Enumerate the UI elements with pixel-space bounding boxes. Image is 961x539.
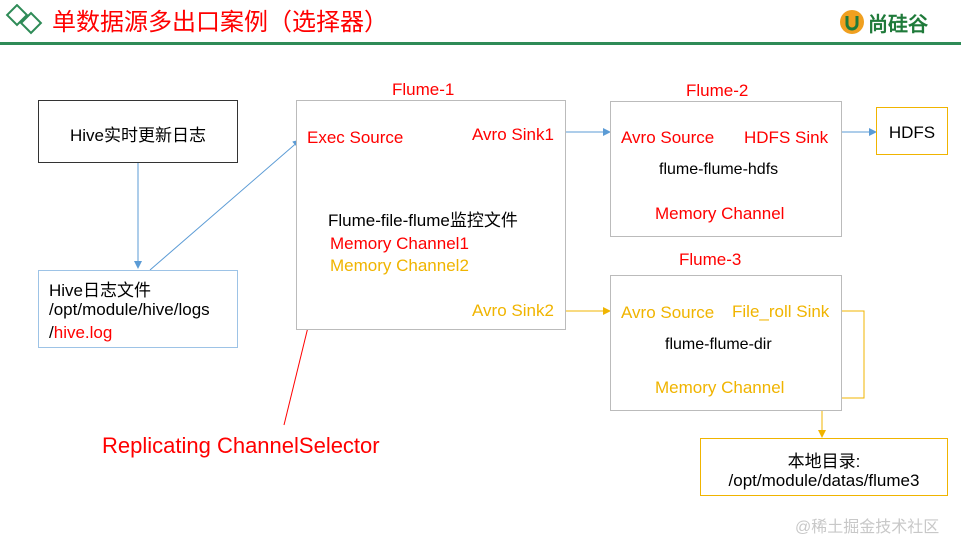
hive-source-box: Hive实时更新日志	[38, 100, 238, 163]
hive-log-file: /hive.log	[49, 323, 112, 343]
flume1-avro-sink2: Avro Sink2	[472, 301, 554, 320]
flume1-avro-sink1: Avro Sink1	[472, 125, 554, 144]
flume1-title: Flume-1	[392, 80, 455, 99]
arrow-flume3-to-localdir	[818, 310, 865, 438]
flume2-hdfs-sink: HDFS Sink	[744, 128, 829, 147]
hdfs-box: HDFS	[876, 107, 948, 155]
flume3-avro-source: Avro Source	[621, 303, 715, 322]
flume2-title: Flume-2	[686, 81, 749, 100]
title-bar: 单数据源多出口案例（选择器） 尚硅谷	[0, 0, 961, 44]
flume1-box	[296, 100, 566, 330]
flume3-box	[610, 275, 842, 411]
arrow-log-to-exec	[149, 139, 301, 271]
selector-annotation: Replicating ChannelSelector	[102, 433, 380, 458]
flume3-channel: Memory Channel	[655, 378, 785, 397]
flume2-avro-source: Avro Source	[621, 128, 715, 147]
flume2-channel: Memory Channel	[655, 204, 785, 223]
hive-log-file-prefix: /	[49, 323, 54, 342]
local-dir-title: 本地目录:	[787, 452, 861, 471]
brand-logo-text: 尚硅谷	[868, 12, 928, 36]
flume2-box	[610, 101, 842, 237]
flume1-channel2: Memory Channel2	[330, 256, 469, 275]
hdfs-label: HDFS	[888, 123, 936, 142]
flume1-exec-source: Exec Source	[307, 128, 404, 147]
flume1-channel1: Memory Channel1	[330, 234, 469, 253]
hive-source-label: Hive实时更新日志	[69, 126, 206, 145]
flume3-name: flume-flume-dir	[665, 336, 772, 353]
local-dir-box: 本地目录: /opt/module/datas/flume3	[700, 438, 948, 496]
title-divider	[0, 42, 961, 45]
flume3-file-roll-sink: File_roll Sink	[732, 302, 830, 321]
local-dir-path: /opt/module/datas/flume3	[728, 471, 920, 490]
page-title: 单数据源多出口案例（选择器）	[52, 8, 388, 36]
flume1-name: Flume-file-flume监控文件	[328, 211, 518, 230]
hive-log-file-name: hive.log	[53, 323, 113, 342]
hive-log-path: /opt/module/hive/logs	[49, 300, 210, 319]
diamond-logo-icon	[5, 4, 43, 35]
flume2-name: flume-flume-hdfs	[659, 161, 779, 178]
logo-icon	[840, 10, 864, 34]
flume3-title: Flume-3	[679, 250, 742, 269]
hive-log-box: Hive日志文件 /opt/module/hive/logs /hive.log	[38, 270, 238, 348]
hive-log-title: Hive日志文件	[49, 281, 152, 300]
watermark: @稀土掘金技术社区	[795, 519, 940, 536]
